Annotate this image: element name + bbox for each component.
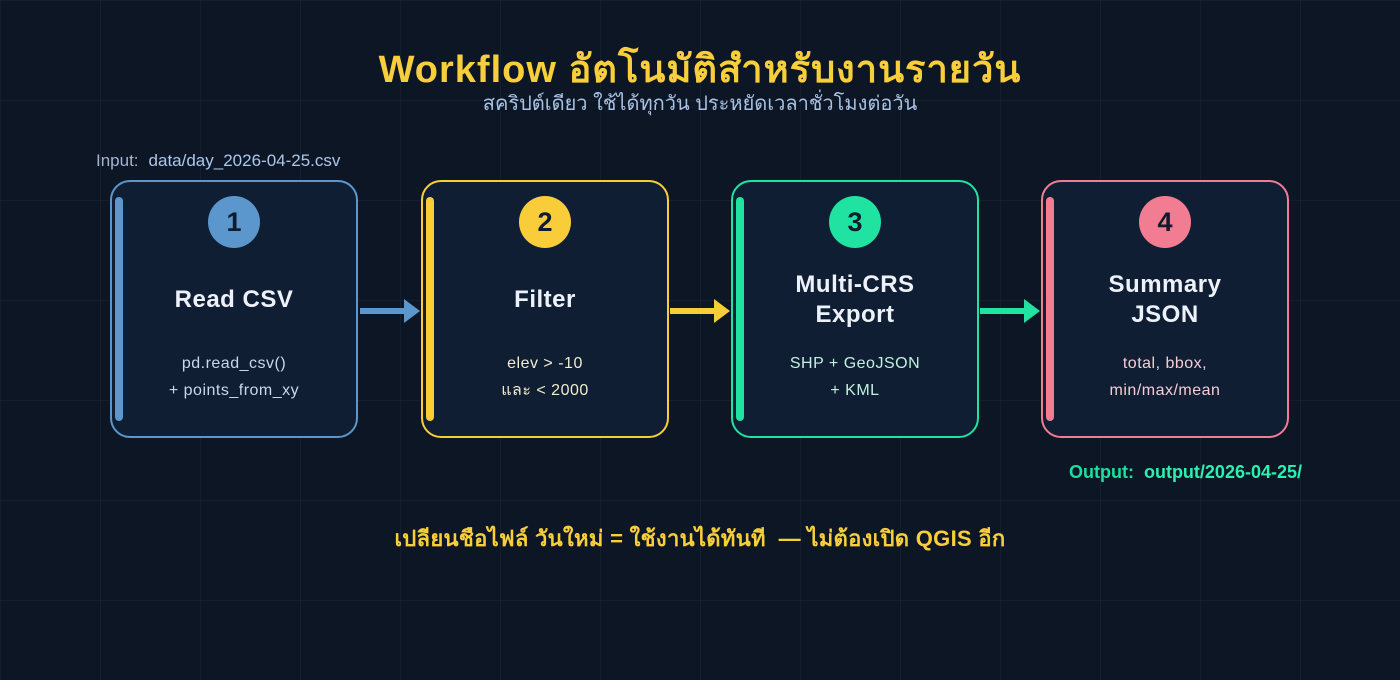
flow-arrow-3-4 [980,299,1040,323]
step-number-badge: 3 [829,196,881,248]
accent-strip [1046,197,1054,421]
step-title-line: Read CSV [174,286,294,313]
arrow-head-icon [1024,299,1040,323]
step-title: Filter [514,264,576,336]
step-details: pd.read_csv() + points_from_xy [169,350,299,404]
step-detail-line: elev > -10 [507,355,583,372]
accent-strip [736,197,744,421]
step-detail-line: + points_from_xy [168,382,300,399]
accent-strip [426,197,434,421]
flow-arrow-1-2 [360,299,420,323]
step-details: elev > -10 และ < 2000 [501,350,589,404]
arrow-line [670,308,717,314]
step-card-read-csv: 1 Read CSV pd.read_csv() + points_from_x… [110,180,358,438]
step-card-filter: 2 Filter elev > -10 และ < 2000 [421,180,669,438]
step-title: Multi-CRS Export [795,264,914,336]
step-detail-line: total, bbox, [1122,355,1208,372]
footnote-text: เปลียนชือไฟล์ วันใหม่ = ใช้งานได้ทันที —… [394,526,1006,551]
step-title-line: Export [815,301,895,328]
step-number-badge: 2 [519,196,571,248]
step-title-line: Summary [1108,271,1222,298]
step-detail-line: และ < 2000 [501,382,589,399]
output-label: Output: output/2026-04-25/ [1069,462,1302,483]
page-title: Workflow อัตโนมัติสำหรับงานรายวัน [378,49,1022,91]
flow-arrow-2-3 [670,299,730,323]
input-label: Input: data/day_2026-04-25.csv [96,151,340,171]
arrow-line [360,308,407,314]
step-details: total, bbox, min/max/mean [1110,350,1221,404]
accent-strip [115,197,123,421]
arrow-head-icon [404,299,420,323]
step-card-multi-crs-export: 3 Multi-CRS Export SHP + GeoJSON + KML [731,180,979,438]
step-title-line: Filter [514,286,576,313]
step-card-summary-json: 4 Summary JSON total, bbox, min/max/mean [1041,180,1289,438]
step-title: Summary JSON [1109,264,1222,336]
step-detail-line: pd.read_csv() [181,355,287,372]
step-title: Read CSV [175,264,294,336]
step-number-badge: 4 [1139,196,1191,248]
step-detail-line: SHP + GeoJSON [789,355,921,372]
input-file-path: data/day_2026-04-25.csv [148,151,341,170]
page-subtitle: สคริปต์เดียว ใช้ได้ทุกวัน ประหยัดเวลาชั่… [482,93,918,115]
step-title-line: Multi-CRS [795,271,915,298]
step-number-badge: 1 [208,196,260,248]
output-label-key: Output: [1068,462,1134,482]
output-dir-path: output/2026-04-25/ [1143,462,1302,482]
step-details: SHP + GeoJSON + KML [790,350,920,404]
step-detail-line: + KML [830,382,880,399]
step-detail-line: min/max/mean [1109,382,1221,399]
input-label-key: Input: [96,151,139,170]
arrow-head-icon [714,299,730,323]
step-title-line: JSON [1131,301,1199,328]
arrow-line [980,308,1027,314]
